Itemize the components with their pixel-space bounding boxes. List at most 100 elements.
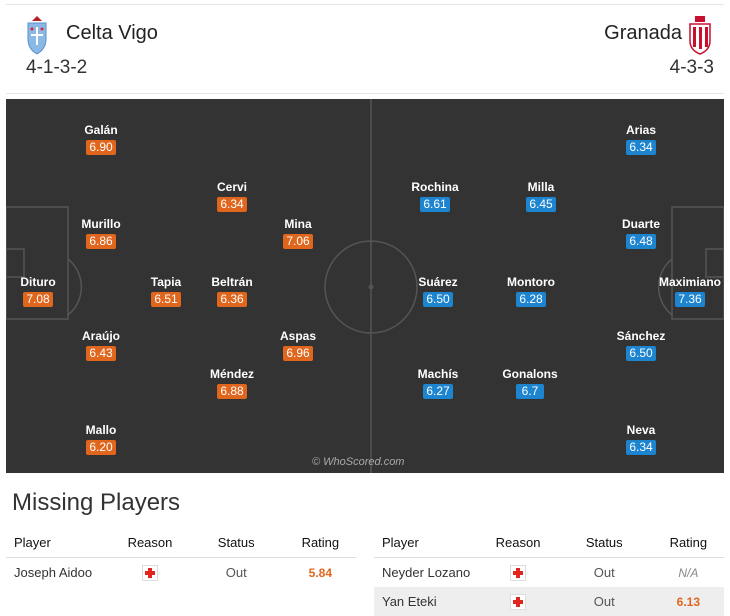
table-row: Yan Eteki Out 6.13 bbox=[374, 587, 724, 616]
player-rating: 6.20 bbox=[86, 440, 116, 455]
table-header-row: Player Reason Status Rating bbox=[6, 527, 356, 558]
missing-player-name[interactable]: Yan Eteki bbox=[374, 587, 481, 616]
away-player-rw[interactable]: Machís 6.27 bbox=[403, 367, 473, 400]
header-reason: Reason bbox=[480, 527, 556, 558]
injury-icon bbox=[141, 564, 158, 581]
player-rating: 6.61 bbox=[420, 197, 450, 212]
table-header-row: Player Reason Status Rating bbox=[374, 527, 724, 558]
pitch-lines bbox=[6, 99, 724, 473]
player-rating: 6.51 bbox=[151, 292, 181, 307]
home-player-gk[interactable]: Dituro 7.08 bbox=[6, 275, 73, 308]
header-status: Status bbox=[555, 527, 653, 558]
player-rating: 6.7 bbox=[516, 384, 544, 399]
home-player-lcb[interactable]: Murillo 6.86 bbox=[66, 217, 136, 250]
away-player-lw[interactable]: Rochina 6.61 bbox=[400, 180, 470, 213]
away-player-lcb[interactable]: Duarte 6.48 bbox=[606, 217, 676, 250]
away-player-st[interactable]: Suárez 6.50 bbox=[403, 275, 473, 308]
player-name: Montoro bbox=[507, 275, 555, 289]
home-missing-table: Player Reason Status Rating Joseph Aidoo… bbox=[6, 527, 356, 587]
missing-player-status: Out bbox=[225, 565, 247, 580]
player-rating: 6.96 bbox=[283, 346, 313, 361]
player-name: Sánchez bbox=[616, 329, 666, 343]
missing-player-rating: 5.84 bbox=[308, 565, 333, 580]
player-name: Maximiano bbox=[658, 275, 721, 289]
player-name: Gonalons bbox=[502, 367, 558, 381]
away-player-rb[interactable]: Neva 6.34 bbox=[606, 423, 676, 456]
table-row: Neyder Lozano Out N/A bbox=[374, 558, 724, 588]
header-reason: Reason bbox=[112, 527, 188, 558]
player-rating: 6.88 bbox=[217, 384, 247, 399]
player-name: Neva bbox=[626, 423, 656, 437]
away-player-lb[interactable]: Arias 6.34 bbox=[606, 123, 676, 156]
home-team-name[interactable]: Celta Vigo bbox=[66, 22, 158, 44]
player-name: Suárez bbox=[418, 275, 458, 289]
missing-player-name[interactable]: Joseph Aidoo bbox=[14, 565, 93, 580]
header-status: Status bbox=[187, 527, 285, 558]
missing-player-rating: N/A bbox=[678, 565, 699, 580]
home-player-dm[interactable]: Tapia 6.51 bbox=[131, 275, 201, 308]
player-rating: 6.36 bbox=[217, 292, 247, 307]
player-name: Dituro bbox=[20, 275, 56, 289]
home-player-rm[interactable]: Méndez 6.88 bbox=[197, 367, 267, 400]
player-name: Galán bbox=[84, 123, 118, 137]
player-name: Mallo bbox=[85, 423, 117, 437]
away-formation: 4-3-3 bbox=[669, 57, 714, 78]
header-player: Player bbox=[374, 527, 481, 558]
home-player-cm[interactable]: Beltrán 6.36 bbox=[197, 275, 267, 308]
pitch: Dituro 7.08 Galán 6.90 Murillo 6.86 Araú… bbox=[6, 99, 724, 473]
away-player-cm[interactable]: Montoro 6.28 bbox=[496, 275, 566, 308]
missing-player-status: Out bbox=[555, 587, 653, 616]
player-name: Aspas bbox=[279, 329, 317, 343]
header-rating: Rating bbox=[284, 527, 356, 558]
player-rating: 6.90 bbox=[86, 140, 116, 155]
player-rating: 6.43 bbox=[86, 346, 116, 361]
missing-players-section: Player Reason Status Rating Joseph Aidoo… bbox=[6, 527, 724, 616]
player-rating: 6.28 bbox=[516, 292, 546, 307]
home-player-lm[interactable]: Cervi 6.34 bbox=[197, 180, 267, 213]
player-name: Cervi bbox=[216, 180, 248, 194]
home-formation: 4-1-3-2 bbox=[26, 57, 88, 78]
player-rating: 6.50 bbox=[626, 346, 656, 361]
table-row: Joseph Aidoo Out 5.84 bbox=[6, 558, 356, 588]
player-name: Duarte bbox=[621, 217, 660, 231]
home-player-rst[interactable]: Aspas 6.96 bbox=[263, 329, 333, 362]
player-rating: 6.48 bbox=[626, 234, 656, 249]
away-player-gk[interactable]: Maximiano 7.36 bbox=[655, 275, 724, 308]
player-rating: 6.50 bbox=[423, 292, 453, 307]
injury-icon bbox=[510, 593, 527, 610]
missing-player-rating: 6.13 bbox=[652, 587, 724, 616]
player-name: Tapia bbox=[150, 275, 182, 289]
player-rating: 6.86 bbox=[86, 234, 116, 249]
player-rating: 6.27 bbox=[423, 384, 453, 399]
player-rating: 7.08 bbox=[23, 292, 53, 307]
player-name: Murillo bbox=[81, 217, 121, 231]
player-rating: 6.34 bbox=[217, 197, 247, 212]
player-name: Milla bbox=[527, 180, 555, 194]
match-header: Celta Vigo 4-1-3-2 Granada 4-3-3 bbox=[6, 4, 724, 94]
away-missing-table: Player Reason Status Rating Neyder Lozan… bbox=[374, 527, 724, 616]
home-player-lb[interactable]: Galán 6.90 bbox=[66, 123, 136, 156]
player-rating: 6.34 bbox=[626, 140, 656, 155]
player-name: Mina bbox=[284, 217, 312, 231]
watermark: © WhoScored.com bbox=[312, 456, 405, 468]
away-player-rcm[interactable]: Gonalons 6.7 bbox=[495, 367, 565, 400]
missing-players-title: Missing Players bbox=[12, 489, 181, 516]
celta-vigo-crest-icon bbox=[27, 16, 47, 55]
granada-crest-icon bbox=[689, 16, 711, 55]
away-team-name[interactable]: Granada bbox=[604, 22, 682, 44]
missing-player-name[interactable]: Neyder Lozano bbox=[382, 565, 471, 580]
player-name: Machís bbox=[417, 367, 459, 381]
player-name: Arias bbox=[625, 123, 657, 137]
home-player-rb[interactable]: Mallo 6.20 bbox=[66, 423, 136, 456]
player-rating: 7.06 bbox=[283, 234, 313, 249]
player-name: Beltrán bbox=[211, 275, 253, 289]
injury-icon bbox=[510, 564, 527, 581]
home-player-lst[interactable]: Mina 7.06 bbox=[263, 217, 333, 250]
away-player-rcb[interactable]: Sánchez 6.50 bbox=[606, 329, 676, 362]
player-rating: 6.34 bbox=[626, 440, 656, 455]
home-player-rcb[interactable]: Araújo 6.43 bbox=[66, 329, 136, 362]
away-player-lcm[interactable]: Milla 6.45 bbox=[506, 180, 576, 213]
player-name: Rochina bbox=[411, 180, 459, 194]
player-name: Méndez bbox=[209, 367, 254, 381]
player-rating: 6.45 bbox=[526, 197, 556, 212]
